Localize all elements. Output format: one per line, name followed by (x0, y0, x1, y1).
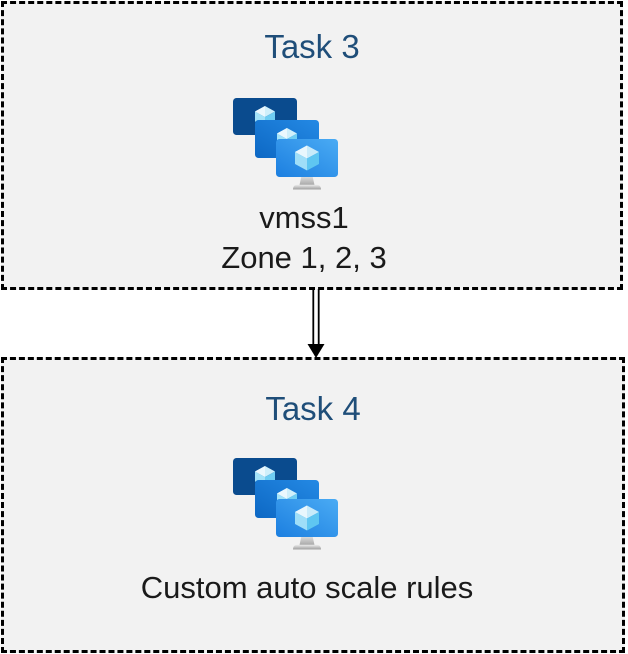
task3-box: Task 3 (1, 1, 623, 290)
vm-scale-sets-icon-svg (233, 98, 338, 190)
down-arrow-connector (307, 289, 325, 358)
vm-scale-sets-icon (233, 98, 338, 190)
arrowhead-down (307, 344, 325, 358)
zones-label: Zone 1, 2, 3 (221, 240, 387, 275)
task3-title: Task 3 (264, 28, 360, 65)
vmss-name-label: vmss1 (259, 200, 349, 235)
task4-title: Task 4 (265, 390, 361, 427)
autoscale-rules-label: Custom auto scale rules (140, 570, 474, 605)
vm-scale-sets-icon (233, 458, 338, 550)
task4-box: Task 4 (1, 357, 625, 653)
cube-front (295, 145, 319, 171)
cube-front (295, 505, 319, 531)
vm-scale-sets-icon-svg (233, 458, 338, 550)
